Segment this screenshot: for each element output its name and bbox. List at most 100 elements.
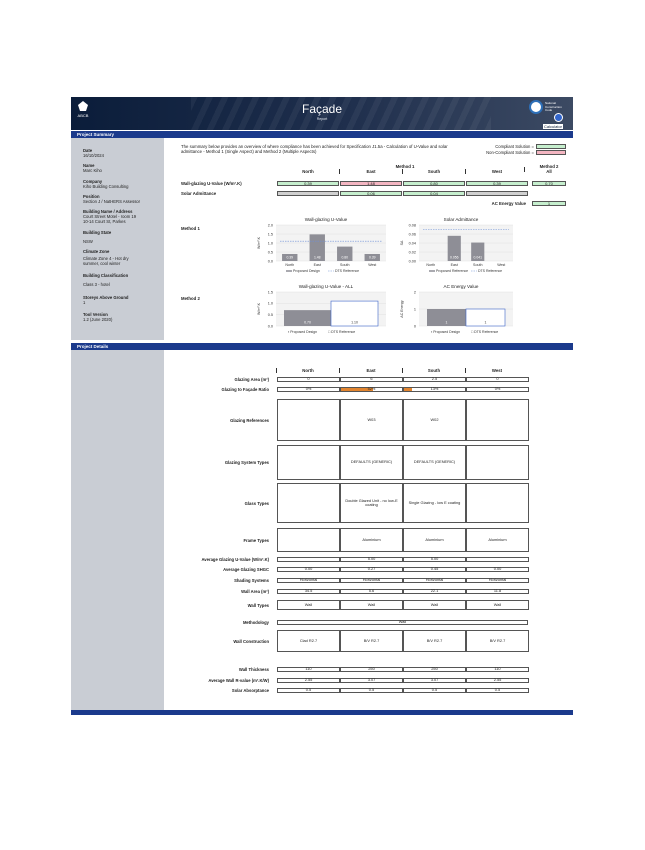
solar-east: 0.06 xyxy=(340,191,402,196)
detail-row-label: Wall Thickness xyxy=(238,667,269,672)
detail-cell: 250 xyxy=(403,667,466,672)
detail-row-label: Glazing System Types xyxy=(224,460,269,465)
method1-header: Method 1 xyxy=(395,164,415,169)
detail-row-label: Glazing Area (m²) xyxy=(234,377,269,382)
y-axis-label: AC Energy xyxy=(400,300,404,318)
x-tick-label: East xyxy=(314,263,321,267)
method1-label: Method 1 xyxy=(181,226,200,231)
data-label: 1.10 xyxy=(351,321,358,325)
detail-cell: 0 xyxy=(466,377,529,382)
y-tick-label: 0.5 xyxy=(268,313,273,317)
divider xyxy=(524,167,525,172)
detail-cell: Horizontal xyxy=(403,578,466,583)
detail-cell xyxy=(466,483,529,523)
detail-cell: 22.1 xyxy=(403,589,466,594)
detail-cell: 0.5 xyxy=(277,688,340,693)
detail-col-south: South xyxy=(427,368,441,373)
data-label-bg xyxy=(448,255,461,260)
y-tick-label: 0.00 xyxy=(409,259,416,263)
detail-cell xyxy=(466,445,529,480)
detail-cell: Horizontal xyxy=(277,578,340,583)
detail-row-label: Average Glazing U-Value (W/m².K) xyxy=(201,557,269,562)
report-banner: ABCB Façade Report National Construction… xyxy=(71,97,573,130)
detail-cell xyxy=(466,557,529,562)
detail-cell: Clad R2.7 xyxy=(277,630,340,652)
ratio-bar-fill xyxy=(341,388,373,391)
legend-label: ▪ Proposed Design xyxy=(288,330,317,334)
ratio-value: 13% xyxy=(430,386,439,392)
ratio-value: 0% xyxy=(305,386,312,392)
y-axis-label: SA xyxy=(400,240,404,245)
divider xyxy=(465,368,466,373)
y-axis-label: W/m².K xyxy=(257,236,261,249)
bar xyxy=(330,300,379,327)
divider xyxy=(276,368,277,373)
solar-west xyxy=(466,191,528,196)
detail-row-label: Glazing to Façade Ratio xyxy=(221,387,269,392)
uvalue-north: 0.39 xyxy=(277,181,339,186)
ratio-value: 0% xyxy=(494,386,501,392)
row-uvalue-label: Wall-glazing U-Value (W/m².K) xyxy=(181,181,242,186)
y-tick-label: 1 xyxy=(414,307,416,311)
row-solar-label: Solar Admittance xyxy=(181,191,217,196)
banner-pattern xyxy=(191,97,491,130)
legend-label: DTS Reference xyxy=(335,269,359,273)
detail-col-west: West xyxy=(491,368,503,373)
legend-label: DTS Reference xyxy=(478,269,502,273)
detail-cell xyxy=(466,399,529,441)
data-label: 0.80 xyxy=(341,256,348,260)
y-tick-label: 0.02 xyxy=(409,250,416,254)
detail-cell: DEFAULTS (GENERIC) xyxy=(403,445,466,480)
project-summary-bar: Project Summary xyxy=(71,131,573,138)
detail-cell: Horizontal xyxy=(466,578,529,583)
col-south: South xyxy=(427,169,441,174)
data-label-bg xyxy=(471,255,484,260)
detail-cell: 5.00 xyxy=(403,557,466,562)
report-subtitle: Report xyxy=(316,117,328,121)
detail-cell: Wall xyxy=(277,620,528,625)
chart3-title: Wall-glazing U-Value - ALL xyxy=(298,284,354,289)
y-tick-label: 2 xyxy=(414,290,416,294)
divider xyxy=(339,169,340,174)
uvalue-all: 0.70 xyxy=(532,181,566,186)
abcb-emblem-icon xyxy=(78,101,88,111)
detail-cell: W03 xyxy=(340,399,403,441)
legend-label: □ DTS Reference xyxy=(471,330,498,334)
detail-cell xyxy=(277,445,340,480)
chart4-title: AC Energy Value xyxy=(443,284,479,289)
y-axis-label: W/m².K xyxy=(257,302,261,315)
solar-south: 0.04 xyxy=(403,191,465,196)
y-tick-label: 0.04 xyxy=(409,241,416,245)
detail-cell: 3.07 xyxy=(340,678,403,683)
detail-cell: Aluminium xyxy=(466,528,529,552)
x-tick-label: North xyxy=(285,263,294,267)
y-tick-label: 0.08 xyxy=(409,223,416,227)
detail-cell xyxy=(277,399,340,441)
detail-cell: 0.00 xyxy=(466,567,529,572)
x-tick-label: East xyxy=(451,263,458,267)
detail-cell: Single Glazing - low E coating xyxy=(403,483,466,523)
detail-cell xyxy=(277,557,340,562)
detail-cell xyxy=(277,528,340,552)
intro-text: The summary below provides an overview o… xyxy=(181,144,448,155)
detail-cell: 2.55 xyxy=(277,678,340,683)
divider xyxy=(402,169,403,174)
detail-cell xyxy=(277,483,340,523)
calculator-icon xyxy=(554,113,563,122)
detail-col-north: North xyxy=(302,368,314,373)
detail-cell: 0% xyxy=(277,386,340,392)
calculator-label: Calculator xyxy=(543,124,564,129)
detail-cell: Aluminium xyxy=(403,528,466,552)
data-label: 1.48 xyxy=(314,256,321,260)
report-title: Façade xyxy=(301,102,343,116)
y-tick-label: 1.0 xyxy=(268,302,273,306)
ncc-emblem-icon xyxy=(529,100,543,114)
solar-admittance-chart: 0.000.020.040.060.08SANorth0.056East0.04… xyxy=(400,223,513,273)
detail-row-label: Wall Construction xyxy=(233,638,269,644)
detail-cell: Horizontal xyxy=(340,578,403,583)
